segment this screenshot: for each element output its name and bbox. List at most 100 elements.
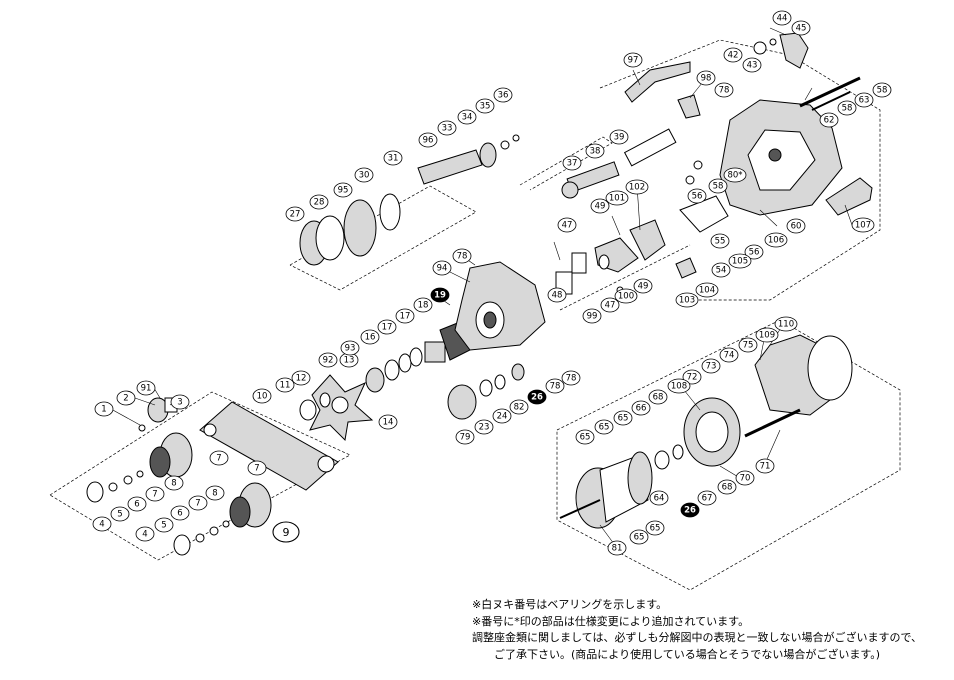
callout-number: 5 (117, 510, 122, 520)
part-callout-104: 104 (695, 282, 719, 298)
part-callout-31: 31 (383, 150, 403, 166)
callout-number: 4 (99, 520, 104, 530)
part-callout-7b: 7 (188, 495, 208, 511)
callout-oval (136, 380, 156, 396)
part-callout-4b: 4 (135, 526, 155, 542)
handle-assembly (86, 374, 374, 556)
callout-number: 26 (531, 393, 543, 403)
callout-oval (285, 206, 305, 222)
callout-number: 12 (296, 374, 307, 384)
callout-oval (774, 316, 798, 332)
part-callout-7a: 7 (145, 486, 165, 502)
main-frame (624, 32, 873, 279)
callout-number: 55 (715, 237, 726, 247)
callout-oval (333, 182, 353, 198)
callout-number: 4 (142, 530, 147, 540)
callout-oval (600, 297, 620, 313)
part-callout-7c: 7 (209, 450, 229, 466)
part-callout-18: 18 (413, 297, 433, 313)
part-callout-33: 33 (437, 120, 457, 136)
part-callout-93: 93 (340, 340, 360, 356)
part-callout-54: 54 (711, 262, 731, 278)
part-callout-5b: 5 (154, 517, 174, 533)
callout-oval (275, 377, 295, 393)
callout-oval (170, 505, 190, 521)
callout-oval (738, 337, 758, 353)
callout-oval (309, 194, 329, 210)
part-callout-2: 2 (116, 390, 136, 406)
callout-oval (475, 98, 495, 114)
callout-oval (872, 82, 892, 98)
callout-number: 13 (344, 356, 355, 366)
part-callout-27: 27 (285, 206, 305, 222)
callout-number: 71 (760, 462, 771, 472)
part-callout-8a: 8 (164, 475, 184, 491)
callout-number: 104 (699, 286, 715, 296)
callout-oval (772, 10, 792, 26)
callout-number: 6 (134, 500, 139, 510)
callout-number: 66 (636, 404, 647, 414)
part-callout-39: 39 (609, 129, 629, 145)
part-callout-107: 107 (851, 217, 875, 233)
callout-oval (340, 340, 360, 356)
callout-number: 108 (671, 382, 687, 392)
callout-oval (318, 352, 338, 368)
callout-number: 63 (859, 96, 870, 106)
callout-number: 67 (702, 494, 713, 504)
callout-number: 9 (283, 526, 290, 539)
part-callout-96: 96 (418, 132, 438, 148)
callout-oval (457, 109, 477, 125)
callout-number: 8 (171, 479, 176, 489)
callout-oval (609, 129, 629, 145)
callout-number: 44 (777, 14, 788, 24)
callout-oval (116, 390, 136, 406)
levelwind-parts (555, 128, 677, 295)
callout-number: 78 (550, 382, 561, 392)
callout-oval (582, 308, 602, 324)
part-callout-58a: 58 (872, 82, 892, 98)
callout-number: 65 (634, 533, 645, 543)
callout-number: 16 (365, 333, 376, 343)
part-callout-5a: 5 (110, 506, 130, 522)
callout-number: 47 (605, 301, 616, 311)
part-callout-58c: 58 (708, 178, 728, 194)
part-callout-56a: 56 (687, 188, 707, 204)
callout-oval (675, 292, 699, 308)
part-callout-55: 55 (710, 233, 730, 249)
callout-number: 92 (323, 356, 334, 366)
callout-oval (135, 526, 155, 542)
part-callout-45: 45 (791, 20, 811, 36)
part-callout-62: 62 (819, 112, 839, 128)
callout-number: 7 (254, 464, 259, 474)
part-callout-47b: 47 (600, 297, 620, 313)
callout-number: 98 (701, 74, 712, 84)
callout-oval (614, 288, 638, 304)
callout-oval (719, 347, 739, 363)
callout-number: 65 (580, 433, 591, 443)
callout-number: 54 (716, 266, 727, 276)
callout-number: 65 (650, 524, 661, 534)
drag-stack (299, 134, 520, 393)
part-callout-26a: 26 (527, 389, 547, 405)
note-spec-change: ※番号に*印の部品は仕様変更により追加されています。 (472, 614, 750, 628)
part-callout-4a: 4 (92, 516, 112, 532)
callout-number: 65 (599, 423, 610, 433)
note-bearing-legend: ※白ヌキ番号はベアリングを示します。 (472, 598, 668, 611)
part-callout-71: 71 (755, 458, 775, 474)
callout-number: 5 (161, 521, 166, 531)
callout-number: 72 (687, 373, 698, 383)
part-callout-95: 95 (333, 182, 353, 198)
callout-number: 100 (618, 292, 634, 302)
part-callout-100: 100 (614, 288, 638, 304)
callout-oval (170, 394, 190, 410)
callout-number: 36 (498, 91, 509, 101)
callout-number: 102 (629, 183, 645, 193)
callout-number: 39 (614, 133, 625, 143)
part-callout-12: 12 (291, 370, 311, 386)
callout-oval (585, 143, 605, 159)
callout-oval (455, 429, 475, 445)
callout-oval (629, 529, 649, 545)
callout-number: 97 (628, 56, 639, 66)
part-callout-94: 94 (432, 260, 452, 276)
callout-number: 99 (587, 312, 598, 322)
